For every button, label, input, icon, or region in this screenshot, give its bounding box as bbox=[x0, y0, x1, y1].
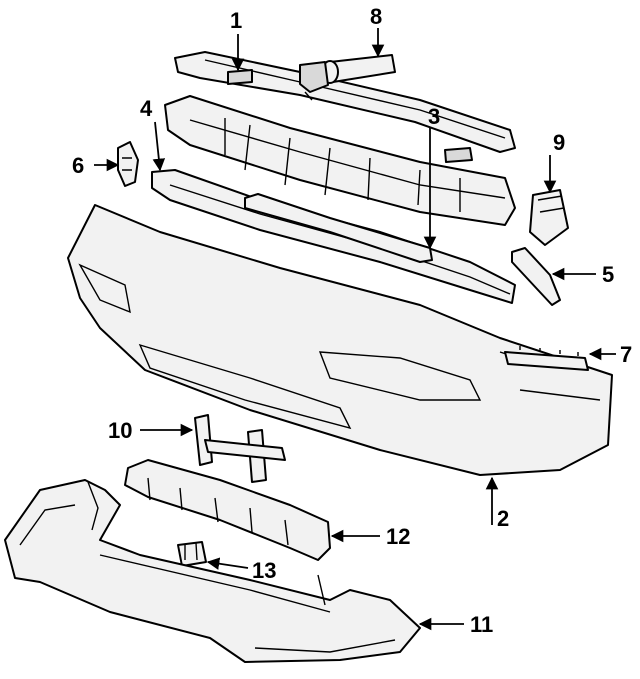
callout-3: 3 bbox=[428, 104, 440, 129]
callout-13: 13 bbox=[252, 558, 276, 583]
lower-reinforcement bbox=[124, 459, 331, 561]
callout-1: 1 bbox=[230, 8, 242, 33]
callout-9: 9 bbox=[553, 130, 565, 155]
upper-reinforcement bbox=[174, 51, 516, 163]
license-bracket bbox=[194, 414, 286, 483]
module-box bbox=[529, 189, 569, 246]
callout-7: 7 bbox=[620, 342, 632, 367]
right-bracket bbox=[511, 247, 561, 306]
bumper-cover bbox=[67, 204, 613, 476]
callout-11: 11 bbox=[470, 612, 493, 637]
leader-lines bbox=[94, 28, 616, 631]
callout-2: 2 bbox=[497, 506, 509, 531]
callout-5: 5 bbox=[602, 262, 614, 287]
connector-plug bbox=[299, 54, 396, 101]
callout-8: 8 bbox=[370, 4, 382, 29]
callout-4: 4 bbox=[140, 96, 153, 121]
callout-6: 6 bbox=[72, 153, 84, 178]
air-deflector bbox=[4, 479, 421, 663]
mounting-frame bbox=[164, 95, 516, 226]
clip bbox=[177, 541, 207, 567]
grille-strip bbox=[244, 193, 433, 263]
callout-12: 12 bbox=[386, 524, 410, 549]
callout-10: 10 bbox=[108, 418, 132, 443]
left-bracket bbox=[117, 141, 139, 187]
side-marker-strip bbox=[504, 346, 589, 371]
